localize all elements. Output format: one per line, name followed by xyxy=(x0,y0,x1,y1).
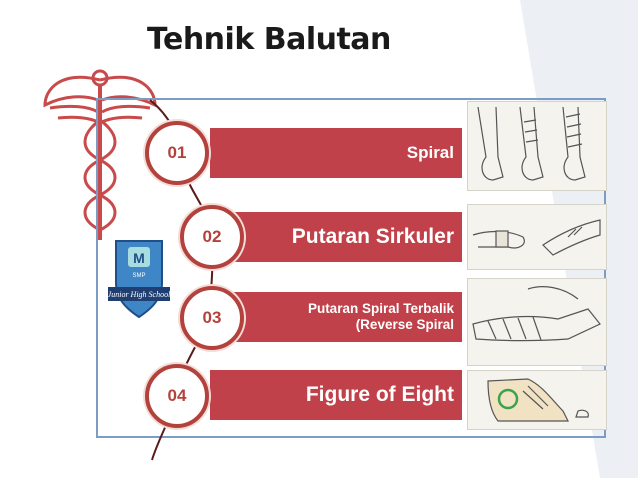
step-label-4: Figure of Eight xyxy=(305,383,454,406)
bandage-illustration-figure-eight xyxy=(467,370,607,430)
caduceus-icon xyxy=(43,69,157,240)
school-badge-icon: M Junior High School SMP xyxy=(108,240,170,319)
svg-text:SMP: SMP xyxy=(132,273,145,279)
step-number-2: 02 xyxy=(180,205,244,269)
step-label-1: Spiral xyxy=(406,143,454,162)
step-bar-3: Putaran Spiral Terbalik (Reverse Spiral xyxy=(210,292,462,342)
bandage-illustration-circular xyxy=(467,204,607,270)
step-label-2: Putaran Sirkuler xyxy=(291,225,454,248)
step-label-3-line1: Putaran Spiral Terbalik xyxy=(307,301,454,316)
step-number-3: 03 xyxy=(180,286,244,350)
bandage-illustration-spiral xyxy=(467,101,607,191)
svg-text:Junior High School: Junior High School xyxy=(108,290,170,299)
step-bar-2: Putaran Sirkuler xyxy=(210,212,462,262)
bandage-illustration-reverse-spiral xyxy=(467,278,607,366)
step-bar-4: Figure of Eight xyxy=(210,370,462,420)
svg-text:M: M xyxy=(133,250,145,266)
step-bar-1: Spiral xyxy=(210,128,462,178)
step-label-3-line2: (Reverse Spiral xyxy=(355,317,454,332)
page-title: Tehnik Balutan xyxy=(147,22,391,57)
step-number-1: 01 xyxy=(145,121,209,185)
step-number-4: 04 xyxy=(145,364,209,428)
